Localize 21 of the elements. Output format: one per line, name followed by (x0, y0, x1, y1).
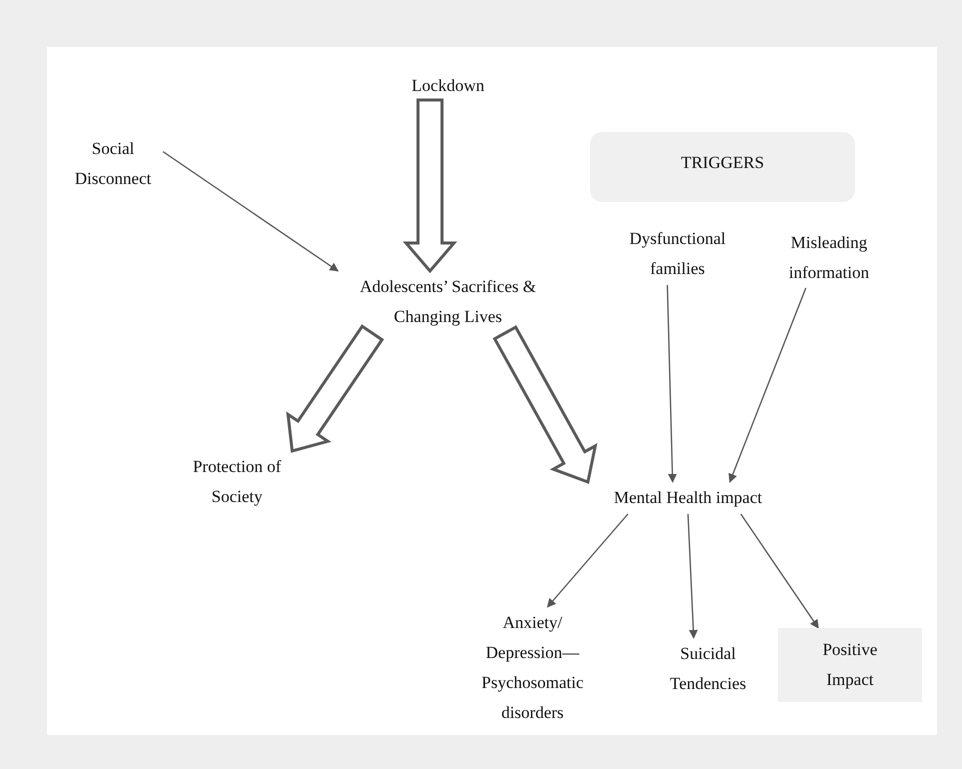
node-text: Suicidal Tendencies (668, 643, 748, 695)
arrow (740, 514, 819, 629)
node-text: Dysfunctional families (628, 228, 727, 280)
arrow (546, 514, 628, 608)
node-text: Anxiety/ Depression— Psychosomatic disorders (480, 612, 584, 724)
node-text: Protection of Society (192, 456, 282, 508)
block-arrow (402, 98, 458, 274)
arrow (728, 288, 806, 483)
node-text: Positive Impact (822, 639, 878, 691)
node-text: Misleading information (788, 232, 870, 284)
node-text: Adolescents’ Sacrifices & Changing Lives (358, 276, 538, 328)
node-text: TRIGGERS (680, 152, 764, 174)
arrow (666, 284, 677, 483)
arrow (162, 151, 339, 272)
block-arrow (492, 325, 598, 484)
node-text: Lockdown (412, 75, 484, 97)
node-text: Social Disconnect (74, 138, 152, 190)
node-box (778, 628, 922, 702)
node-text: Mental Health impact (614, 487, 762, 509)
block-arrow (286, 324, 384, 453)
arrow (687, 514, 698, 639)
